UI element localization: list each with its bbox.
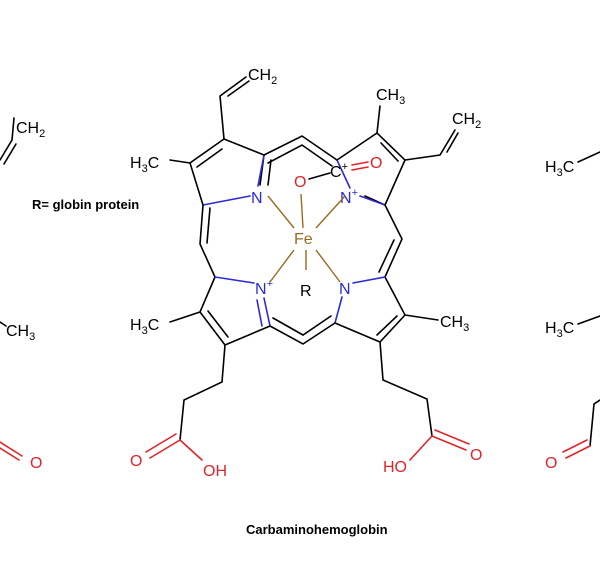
diagram-caption: Carbaminohemoglobin <box>246 522 388 537</box>
methyl-bottom-left-label: H3C <box>130 317 159 337</box>
right-partial-molecule: H3C H3C O <box>545 151 600 472</box>
vinyl-top-left-label: CH2 <box>248 67 277 87</box>
r-group-label: R <box>300 283 312 300</box>
left-o-label: O <box>30 455 42 472</box>
porphyrin-core: N N+ N+ N Fe R O C+ O CH2 H3C CH3 CH2 <box>130 67 482 480</box>
carbamino-oxygen-right: O <box>370 155 382 172</box>
iron-atom: Fe <box>294 231 313 248</box>
left-partial-molecule: CH2 CH3 O <box>0 117 45 472</box>
nitrogen-top-right: N+ <box>340 187 358 207</box>
methyl-bottom-right-label: CH3 <box>440 314 469 334</box>
left-ch2-label: CH2 <box>16 120 45 140</box>
vinyl-top-right-label: CH2 <box>452 111 481 131</box>
acid-left-carbonyl-oxygen: O <box>130 453 142 470</box>
acid-left-hydroxyl: OH <box>203 463 227 480</box>
nitrogen-bottom-left: N+ <box>255 278 273 298</box>
methyl-top-left-label: H3C <box>130 155 159 175</box>
left-ch3-label: CH3 <box>6 323 35 343</box>
carbamino-carbon: C+ <box>330 161 348 181</box>
nitrogen-bottom-right: N <box>339 281 351 298</box>
r-group-legend: R= globin protein <box>32 197 139 212</box>
carbamino-oxygen-left: O <box>294 174 306 191</box>
acid-right-carbonyl-oxygen: O <box>470 447 482 464</box>
acid-right-hydroxyl: HO <box>383 459 407 476</box>
right-h3c-bottom-label: H3C <box>545 320 574 340</box>
methyl-top-right-label: CH3 <box>376 87 405 107</box>
right-o-label: O <box>545 455 557 472</box>
nitrogen-top-left: N <box>251 190 263 207</box>
right-h3c-top-label: H3C <box>545 159 574 179</box>
